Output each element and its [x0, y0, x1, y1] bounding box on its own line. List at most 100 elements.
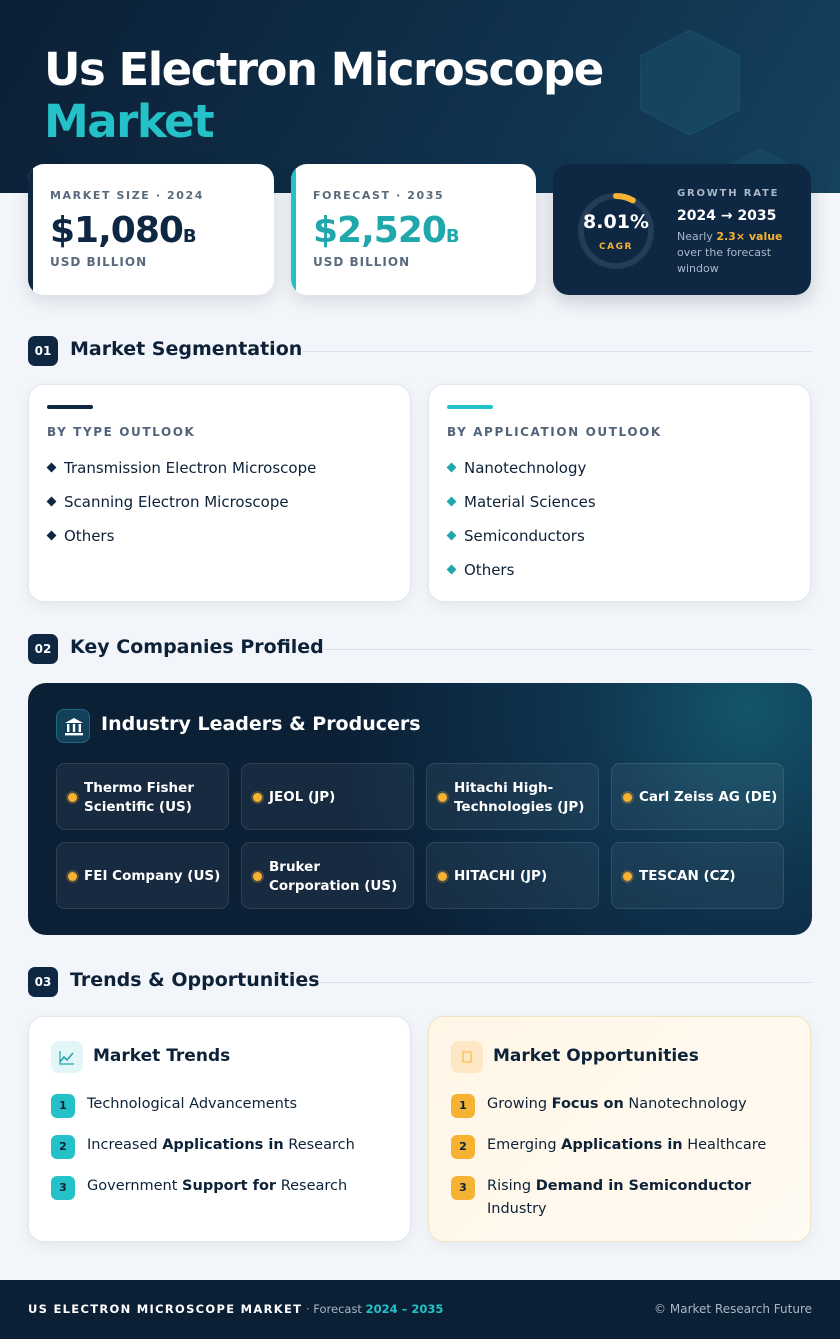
type-outlook-list: Transmission Electron Microscope Scannin… — [46, 459, 317, 561]
market-size-value: $1,080B — [50, 210, 197, 251]
company-chip: Bruker Corporation (US) — [241, 842, 414, 909]
company-name: Carl Zeiss AG (DE) — [639, 789, 778, 805]
company-chip: TESCAN (CZ) — [611, 842, 784, 909]
section-number: 03 — [28, 967, 58, 997]
list-item: Transmission Electron Microscope — [46, 459, 317, 493]
cagr-ring-arc — [578, 193, 654, 269]
card-accent-bar — [447, 405, 493, 409]
company-name: Thermo Fisher Scientific (US) — [84, 779, 194, 815]
section-heading-segmentation: 01 Market Segmentation — [28, 336, 812, 366]
item-text: Rising — [487, 1178, 536, 1194]
list-item-label: Scanning Electron Microscope — [64, 493, 289, 511]
diamond-bullet-icon — [446, 564, 457, 575]
item-number-badge: 2 — [451, 1135, 475, 1159]
footer-title: US ELECTRON MICROSCOPE MARKET · Forecast… — [28, 1302, 443, 1316]
item-number-badge: 3 — [451, 1176, 475, 1200]
companies-panel: Industry Leaders & Producers Thermo Fish… — [28, 683, 812, 935]
list-item-label: Material Sciences — [464, 493, 596, 511]
bank-building-icon — [56, 709, 90, 743]
item-text: Emerging — [487, 1137, 562, 1153]
list-item: Others — [46, 527, 316, 561]
diamond-bullet-icon — [46, 496, 57, 507]
market-size-number: $1,080 — [50, 210, 184, 251]
list-item: 3 Rising Demand in Semiconductor Industry — [451, 1175, 796, 1221]
market-size-unit: USD BILLION — [50, 255, 148, 269]
item-text: Government — [87, 1178, 183, 1194]
item-text-bold: Demand in Semiconductor — [535, 1178, 752, 1194]
section-divider — [303, 351, 812, 352]
growth-years: 2024 → 2035 — [677, 208, 777, 224]
item-number-badge: 1 — [51, 1094, 75, 1118]
item-text: Research — [276, 1178, 348, 1194]
company-chip: Hitachi High-Technologies (JP) — [426, 763, 599, 830]
type-outlook-card: BY TYPE OUTLOOK Transmission Electron Mi… — [28, 384, 411, 602]
company-chip: JEOL (JP) — [241, 763, 414, 830]
section-title: Market Segmentation — [70, 338, 303, 360]
item-text-bold: Applications in — [561, 1137, 683, 1153]
trend-chart-icon — [51, 1041, 83, 1073]
market-size-suffix: B — [182, 226, 197, 247]
growth-note-highlight: 2.3× value — [716, 230, 783, 243]
growth-rate-label: GROWTH RATE — [677, 188, 780, 199]
forecast-suffix: B — [445, 226, 460, 247]
item-text: Industry — [487, 1201, 547, 1217]
item-text: Healthcare — [682, 1137, 767, 1153]
growth-note: Nearly 2.3× value over the forecast wind… — [677, 229, 802, 277]
diamond-bullet-icon — [446, 530, 457, 541]
section-number: 02 — [28, 634, 58, 664]
growth-note-prefix: Nearly — [677, 230, 717, 243]
list-item: Others — [446, 561, 596, 595]
list-item: Scanning Electron Microscope — [46, 493, 316, 527]
company-chip: Carl Zeiss AG (DE) — [611, 763, 784, 830]
section-heading-trends: 03 Trends & Opportunities — [28, 967, 812, 997]
item-number-badge: 1 — [451, 1094, 475, 1118]
card-accent-bar — [28, 164, 33, 295]
application-outlook-list: Nanotechnology Material Sciences Semicon… — [446, 459, 596, 595]
diamond-bullet-icon — [46, 462, 57, 473]
company-chip: FEI Company (US) — [56, 842, 229, 909]
footer-report-name: US ELECTRON MICROSCOPE MARKET — [28, 1302, 303, 1316]
list-item-label: Others — [464, 561, 515, 579]
list-item-label: Transmission Electron Microscope — [64, 459, 317, 477]
bullet-dot-icon — [253, 793, 262, 802]
page-title: Us Electron Microscope Market — [44, 43, 604, 148]
title-line-1: Us Electron Microscope — [44, 43, 604, 96]
footer-copyright: © Market Research Future — [654, 1302, 812, 1316]
list-item-label: Semiconductors — [464, 527, 585, 545]
company-chip: Thermo Fisher Scientific (US) — [56, 763, 229, 830]
application-outlook-card: BY APPLICATION OUTLOOK Nanotechnology Ma… — [428, 384, 811, 602]
market-opportunities-title: Market Opportunities — [493, 1046, 699, 1066]
list-item: Material Sciences — [446, 493, 596, 527]
growth-rate-card: 8.01% CAGR GROWTH RATE 2024 → 2035 Nearl… — [553, 164, 811, 295]
item-text: Research — [283, 1137, 355, 1153]
section-title: Trends & Opportunities — [70, 969, 320, 991]
item-number-badge: 2 — [51, 1135, 75, 1159]
bullet-dot-icon — [623, 872, 632, 881]
hexagon-decoration-icon — [640, 30, 740, 135]
diamond-bullet-icon — [46, 530, 57, 541]
item-text-bold: Support for — [182, 1178, 277, 1194]
cagr-ring-gauge — [578, 193, 654, 269]
diamond-bullet-icon — [446, 496, 457, 507]
bullet-dot-icon — [68, 793, 77, 802]
card-accent-bar — [291, 164, 296, 295]
footer-separator: · Forecast — [302, 1302, 366, 1316]
company-name: TESCAN (CZ) — [639, 868, 736, 884]
list-item: Nanotechnology — [446, 459, 596, 493]
title-line-2: Market — [44, 95, 215, 148]
footer-years: 2024 – 2035 — [365, 1302, 444, 1316]
company-name: FEI Company (US) — [84, 868, 221, 884]
bullet-dot-icon — [68, 872, 77, 881]
type-outlook-title: BY TYPE OUTLOOK — [47, 425, 196, 439]
company-name: JEOL (JP) — [269, 789, 336, 805]
section-heading-companies: 02 Key Companies Profiled — [28, 634, 812, 664]
item-text-bold: Focus on — [551, 1096, 624, 1112]
forecast-card: FORECAST · 2035 $2,520B USD BILLION — [291, 164, 536, 295]
forecast-label: FORECAST · 2035 — [313, 189, 445, 202]
footer: US ELECTRON MICROSCOPE MARKET · Forecast… — [0, 1280, 840, 1339]
